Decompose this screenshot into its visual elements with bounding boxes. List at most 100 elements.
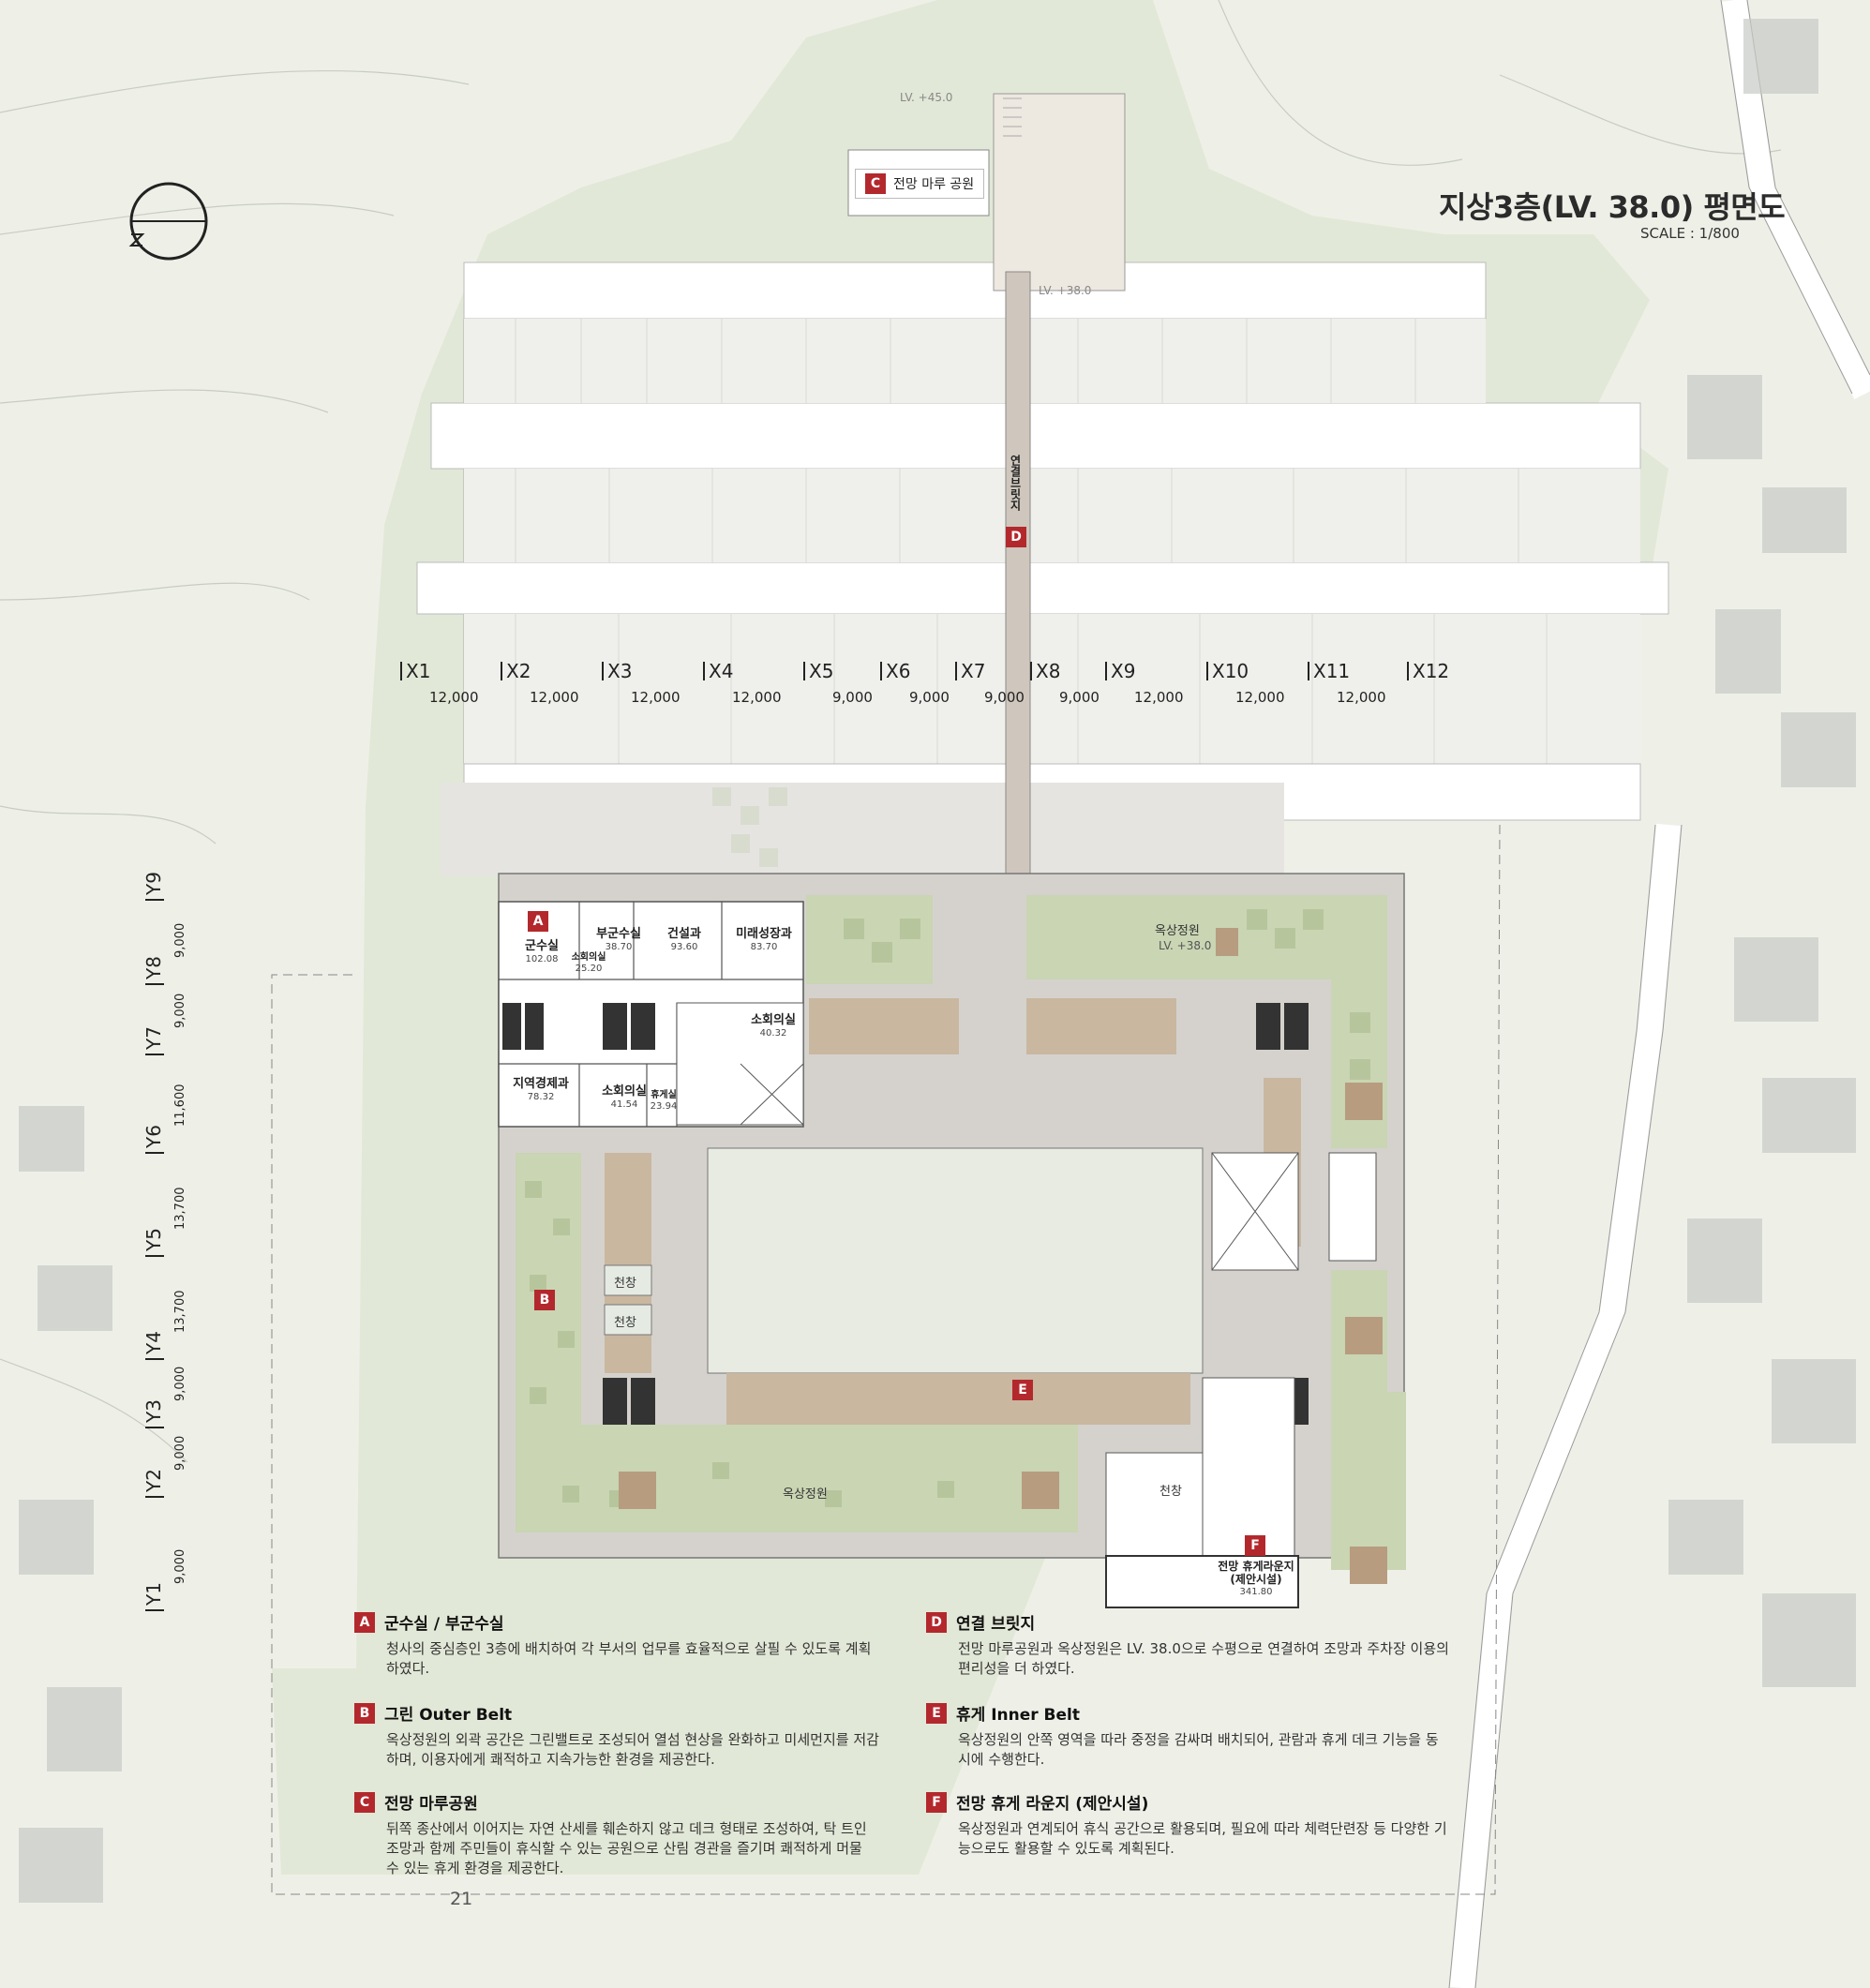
- room-area: 41.54: [610, 1099, 638, 1110]
- legend-heading: 휴게 Inner Belt: [956, 1706, 1081, 1725]
- legend-heading: 군수실 / 부군수실: [384, 1615, 504, 1634]
- y-grid-label: Y9: [142, 872, 165, 895]
- room-area: 102.08: [525, 953, 559, 964]
- tag-e-marker: E: [1012, 1380, 1033, 1400]
- x-grid-dimension: 12,000: [429, 689, 479, 706]
- roof-garden-level: LV. +38.0: [1159, 939, 1212, 952]
- x-grid-dimension: 9,000: [1059, 689, 1100, 706]
- room-name: 휴게실: [651, 1090, 677, 1100]
- tag-d-label: 연결브릿지: [1009, 455, 1022, 511]
- y-grid-dimension: 11,600: [173, 1084, 187, 1128]
- legend-item-a: A 군수실 / 부군수실 청사의 중심층인 3층에 배치하여 각 부서의 업무를 …: [354, 1610, 879, 1679]
- y-grid-label: Y1: [142, 1582, 165, 1606]
- room-name: 미래성장과: [736, 927, 792, 941]
- legend-body: 전망 마루공원과 옥상정원은 LV. 38.0으로 수평으로 연결하여 조망과 …: [958, 1640, 1449, 1677]
- roof-garden-label-bottom: 옥상정원: [783, 1487, 828, 1502]
- tag-b-badge: B: [534, 1290, 555, 1310]
- y-grid-dimension: 9,000: [173, 993, 187, 1028]
- tag-d-badge: D: [1006, 527, 1026, 547]
- room-name: 전망 휴게라운지 (제안시설): [1218, 1560, 1294, 1586]
- legend-heading: 그린 Outer Belt: [384, 1706, 513, 1725]
- x-grid-dimension: 9,000: [909, 689, 950, 706]
- plan-scale: SCALE : 1/800: [1640, 225, 1740, 242]
- legend-heading: 연결 브릿지: [956, 1615, 1036, 1634]
- legend-body: 옥상정원의 안쪽 영역을 따라 중정을 감싸며 배치되어, 관람과 휴게 데크 …: [958, 1731, 1439, 1768]
- level-label-top: LV. +45.0: [900, 91, 953, 104]
- legend-item-c: C 전망 마루공원 뒤쪽 종산에서 이어지는 자연 산세를 훼손하지 않고 데크 …: [354, 1790, 879, 1878]
- room-area: 25.20: [575, 963, 603, 974]
- x-grid-label: X10: [1212, 660, 1249, 682]
- north-arrow-icon: [128, 182, 208, 261]
- legend-badge: C: [354, 1791, 375, 1813]
- legend-item-e: E 휴게 Inner Belt 옥상정원의 안쪽 영역을 따라 중정을 감싸며 배…: [926, 1701, 1451, 1770]
- level-label-middle: LV. +38.0: [1039, 284, 1092, 297]
- legend-badge: F: [926, 1791, 947, 1813]
- legend-heading: 전망 휴게 라운지 (제안시설): [956, 1795, 1149, 1814]
- room-area: 341.80: [1239, 1586, 1273, 1597]
- room-name: 건설과: [667, 927, 701, 941]
- room-area: 83.70: [750, 941, 778, 952]
- y-grid-label: Y7: [142, 1026, 165, 1050]
- legend-badge: A: [354, 1611, 375, 1633]
- legend-badge: E: [926, 1702, 947, 1724]
- legend-body: 청사의 중심층인 3층에 배치하여 각 부서의 업무를 효율적으로 살필 수 있…: [386, 1640, 872, 1677]
- x-grid-dimension: 12,000: [631, 689, 681, 706]
- tag-d-marker: D: [1006, 527, 1026, 547]
- legend-body: 옥상정원과 연계되어 휴식 공간으로 활용되며, 필요에 따라 체력단련장 등 …: [958, 1820, 1447, 1857]
- room-name: 군수실: [525, 939, 559, 953]
- x-grid-label: X7: [961, 660, 986, 682]
- x-grid-dimension: 12,000: [1134, 689, 1184, 706]
- x-grid-dimension: 12,000: [1235, 689, 1285, 706]
- tag-c-viewpoint-park: C 전망 마루 공원: [855, 169, 985, 199]
- legend-heading: 전망 마루공원: [384, 1795, 478, 1814]
- tag-a-badge: A: [528, 911, 548, 932]
- plan-title: 지상3층(LV. 38.0) 평면도: [1439, 189, 1786, 225]
- tag-f-badge: F: [1245, 1535, 1265, 1556]
- tag-c-badge: C: [865, 173, 886, 194]
- legend-body: 뒤쪽 종산에서 이어지는 자연 산세를 훼손하지 않고 데크 형태로 조성하여,…: [386, 1820, 867, 1876]
- y-grid-dimension: 9,000: [173, 1548, 187, 1584]
- skylight-label-1: 천창: [614, 1277, 636, 1291]
- tag-b-marker: B: [534, 1290, 555, 1310]
- room-area: 93.60: [670, 941, 698, 952]
- x-grid-dimension: 12,000: [530, 689, 579, 706]
- y-grid-label: Y3: [142, 1399, 165, 1423]
- room-area: 78.32: [527, 1091, 555, 1102]
- x-grid-label: X12: [1413, 660, 1450, 682]
- skylight-label-3: 천창: [1159, 1485, 1182, 1499]
- room-name: 소회의실: [751, 1013, 796, 1027]
- x-grid-label: X4: [709, 660, 734, 682]
- y-grid-dimension: 9,000: [173, 922, 187, 958]
- y-grid-dimension: 9,000: [173, 1366, 187, 1401]
- room-area: 23.94: [650, 1100, 678, 1112]
- y-grid-label: Y4: [142, 1331, 165, 1354]
- y-grid-dimension: 13,700: [173, 1187, 187, 1231]
- tag-c-label: 전망 마루 공원: [893, 177, 975, 192]
- room-viewpoint-lounge: 전망 휴게라운지 (제안시설)341.80: [1209, 1560, 1303, 1597]
- x-grid-label: X8: [1036, 660, 1061, 682]
- x-grid-label: X2: [506, 660, 531, 682]
- legend-item-d: D 연결 브릿지 전망 마루공원과 옥상정원은 LV. 38.0으로 수평으로 연…: [926, 1610, 1451, 1679]
- roof-garden-label-top: 옥상정원: [1155, 924, 1200, 938]
- x-grid-label: X1: [406, 660, 431, 682]
- y-grid-label: Y6: [142, 1125, 165, 1148]
- room-name: 부군수실: [596, 927, 641, 941]
- room-name: 지역경제과: [513, 1077, 569, 1091]
- legend-badge: D: [926, 1611, 947, 1633]
- x-grid-dimension: 12,000: [732, 689, 782, 706]
- x-grid-label: X11: [1313, 660, 1351, 682]
- x-grid-label: X5: [809, 660, 834, 682]
- x-grid-dimension: 9,000: [832, 689, 873, 706]
- room-area: 38.70: [605, 941, 633, 952]
- room-name: 소회의실: [571, 952, 606, 963]
